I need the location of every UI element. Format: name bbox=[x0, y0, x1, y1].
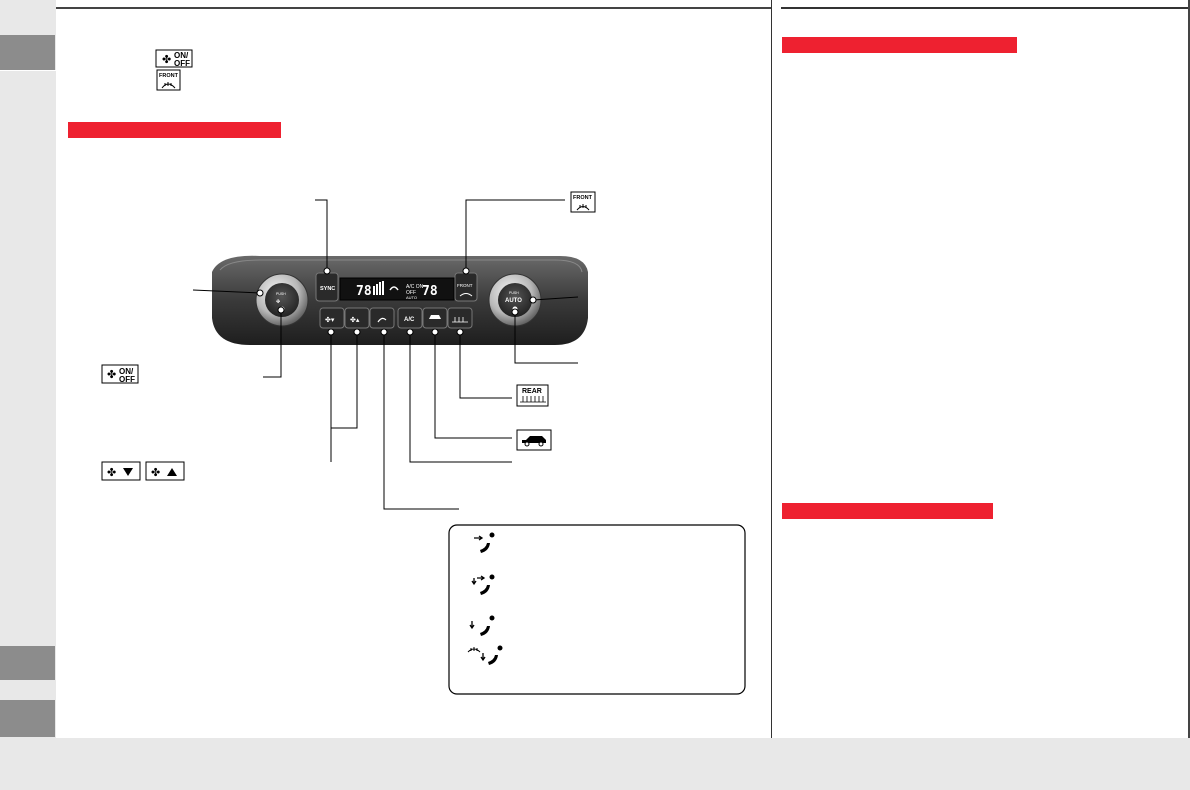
svg-text:AUTO: AUTO bbox=[406, 295, 417, 300]
auto-label: AUTO bbox=[505, 298, 522, 304]
svg-text:✤▾: ✤▾ bbox=[325, 316, 335, 324]
display-right-temp: 78 bbox=[422, 284, 438, 299]
floor-mode-icon bbox=[469, 615, 495, 636]
section-heading-bar-left bbox=[68, 122, 281, 138]
section-heading-bar-right-bottom bbox=[782, 503, 993, 519]
svg-text:✤: ✤ bbox=[276, 299, 280, 305]
sync-button[interactable]: SYNC bbox=[315, 272, 339, 302]
display-left-temp: 78 bbox=[356, 284, 372, 299]
column-divider bbox=[771, 0, 772, 738]
sidebar-tab-bottom-1[interactable] bbox=[0, 646, 55, 680]
front-button-label: FRONT bbox=[457, 283, 473, 288]
front-defrost-callout-icon: FRONT bbox=[570, 191, 596, 213]
fan-callout-on: ON/ bbox=[119, 367, 134, 376]
right-temperature-knob[interactable]: PUSH AUTO bbox=[488, 273, 542, 327]
fan-on-label: ON/ bbox=[174, 51, 189, 60]
sync-label: SYNC bbox=[320, 286, 335, 292]
front-callout-label: FRONT bbox=[573, 195, 593, 201]
sidebar-tab-top[interactable] bbox=[0, 35, 55, 70]
rear-callout-label: REAR bbox=[522, 388, 542, 395]
top-rule-left bbox=[56, 7, 771, 9]
mode-button[interactable] bbox=[369, 307, 395, 329]
recirculation-callout-icon bbox=[516, 429, 552, 451]
svg-text:✤: ✤ bbox=[162, 53, 171, 66]
callout-lines bbox=[192, 199, 579, 510]
svg-text:A/C ON: A/C ON bbox=[406, 284, 424, 290]
svg-text:✤: ✤ bbox=[107, 466, 116, 479]
left-temperature-knob[interactable]: PUSH ✤ bbox=[255, 273, 309, 327]
fan-on-off-callout-icon: ✤ ON/ OFF bbox=[101, 364, 139, 384]
ac-label: A/C bbox=[404, 317, 415, 323]
fan-speed-callout-icons: ✤ ✤ bbox=[101, 461, 185, 481]
airflow-mode-legend bbox=[448, 524, 746, 695]
fan-down-button[interactable]: ✤▾ bbox=[319, 307, 345, 329]
fan-up-button[interactable]: ✤▴ bbox=[344, 307, 370, 329]
rear-defrost-callout-icon: REAR bbox=[516, 384, 549, 407]
left-knob-push-label: PUSH bbox=[276, 292, 286, 296]
climate-control-panel: 78 A/C ON OFF AUTO 78 SYNC FRONT ✤▾ bbox=[212, 255, 588, 345]
top-rule-right bbox=[781, 7, 1190, 9]
vent-mode-icon bbox=[474, 532, 495, 553]
bi-level-mode-icon bbox=[471, 574, 495, 595]
front-defrost-label: FRONT bbox=[159, 73, 179, 79]
right-edge-rule bbox=[1188, 0, 1190, 738]
right-knob-push-label: PUSH bbox=[509, 291, 519, 295]
sidebar-tab-divider bbox=[0, 70, 56, 71]
fan-off-label: OFF bbox=[174, 59, 190, 68]
section-heading-bar-right-top bbox=[782, 37, 1017, 53]
svg-text:✤: ✤ bbox=[107, 368, 116, 381]
sidebar-tab-bottom-2[interactable] bbox=[0, 700, 55, 737]
ac-button[interactable]: A/C bbox=[397, 307, 423, 329]
svg-text:✤: ✤ bbox=[151, 466, 160, 479]
fan-on-off-icon: ✤ ON/ OFF bbox=[155, 49, 193, 68]
front-defrost-icon: FRONT bbox=[156, 69, 181, 91]
floor-defrost-mode-icon bbox=[467, 645, 503, 665]
fan-callout-off: OFF bbox=[119, 375, 135, 384]
svg-text:✤▴: ✤▴ bbox=[350, 316, 360, 324]
recirculation-button[interactable] bbox=[422, 307, 448, 329]
svg-text:OFF: OFF bbox=[406, 290, 416, 296]
front-defrost-button[interactable]: FRONT bbox=[454, 272, 478, 302]
callout-dots bbox=[256, 267, 537, 336]
rear-defrost-button[interactable] bbox=[447, 307, 473, 329]
